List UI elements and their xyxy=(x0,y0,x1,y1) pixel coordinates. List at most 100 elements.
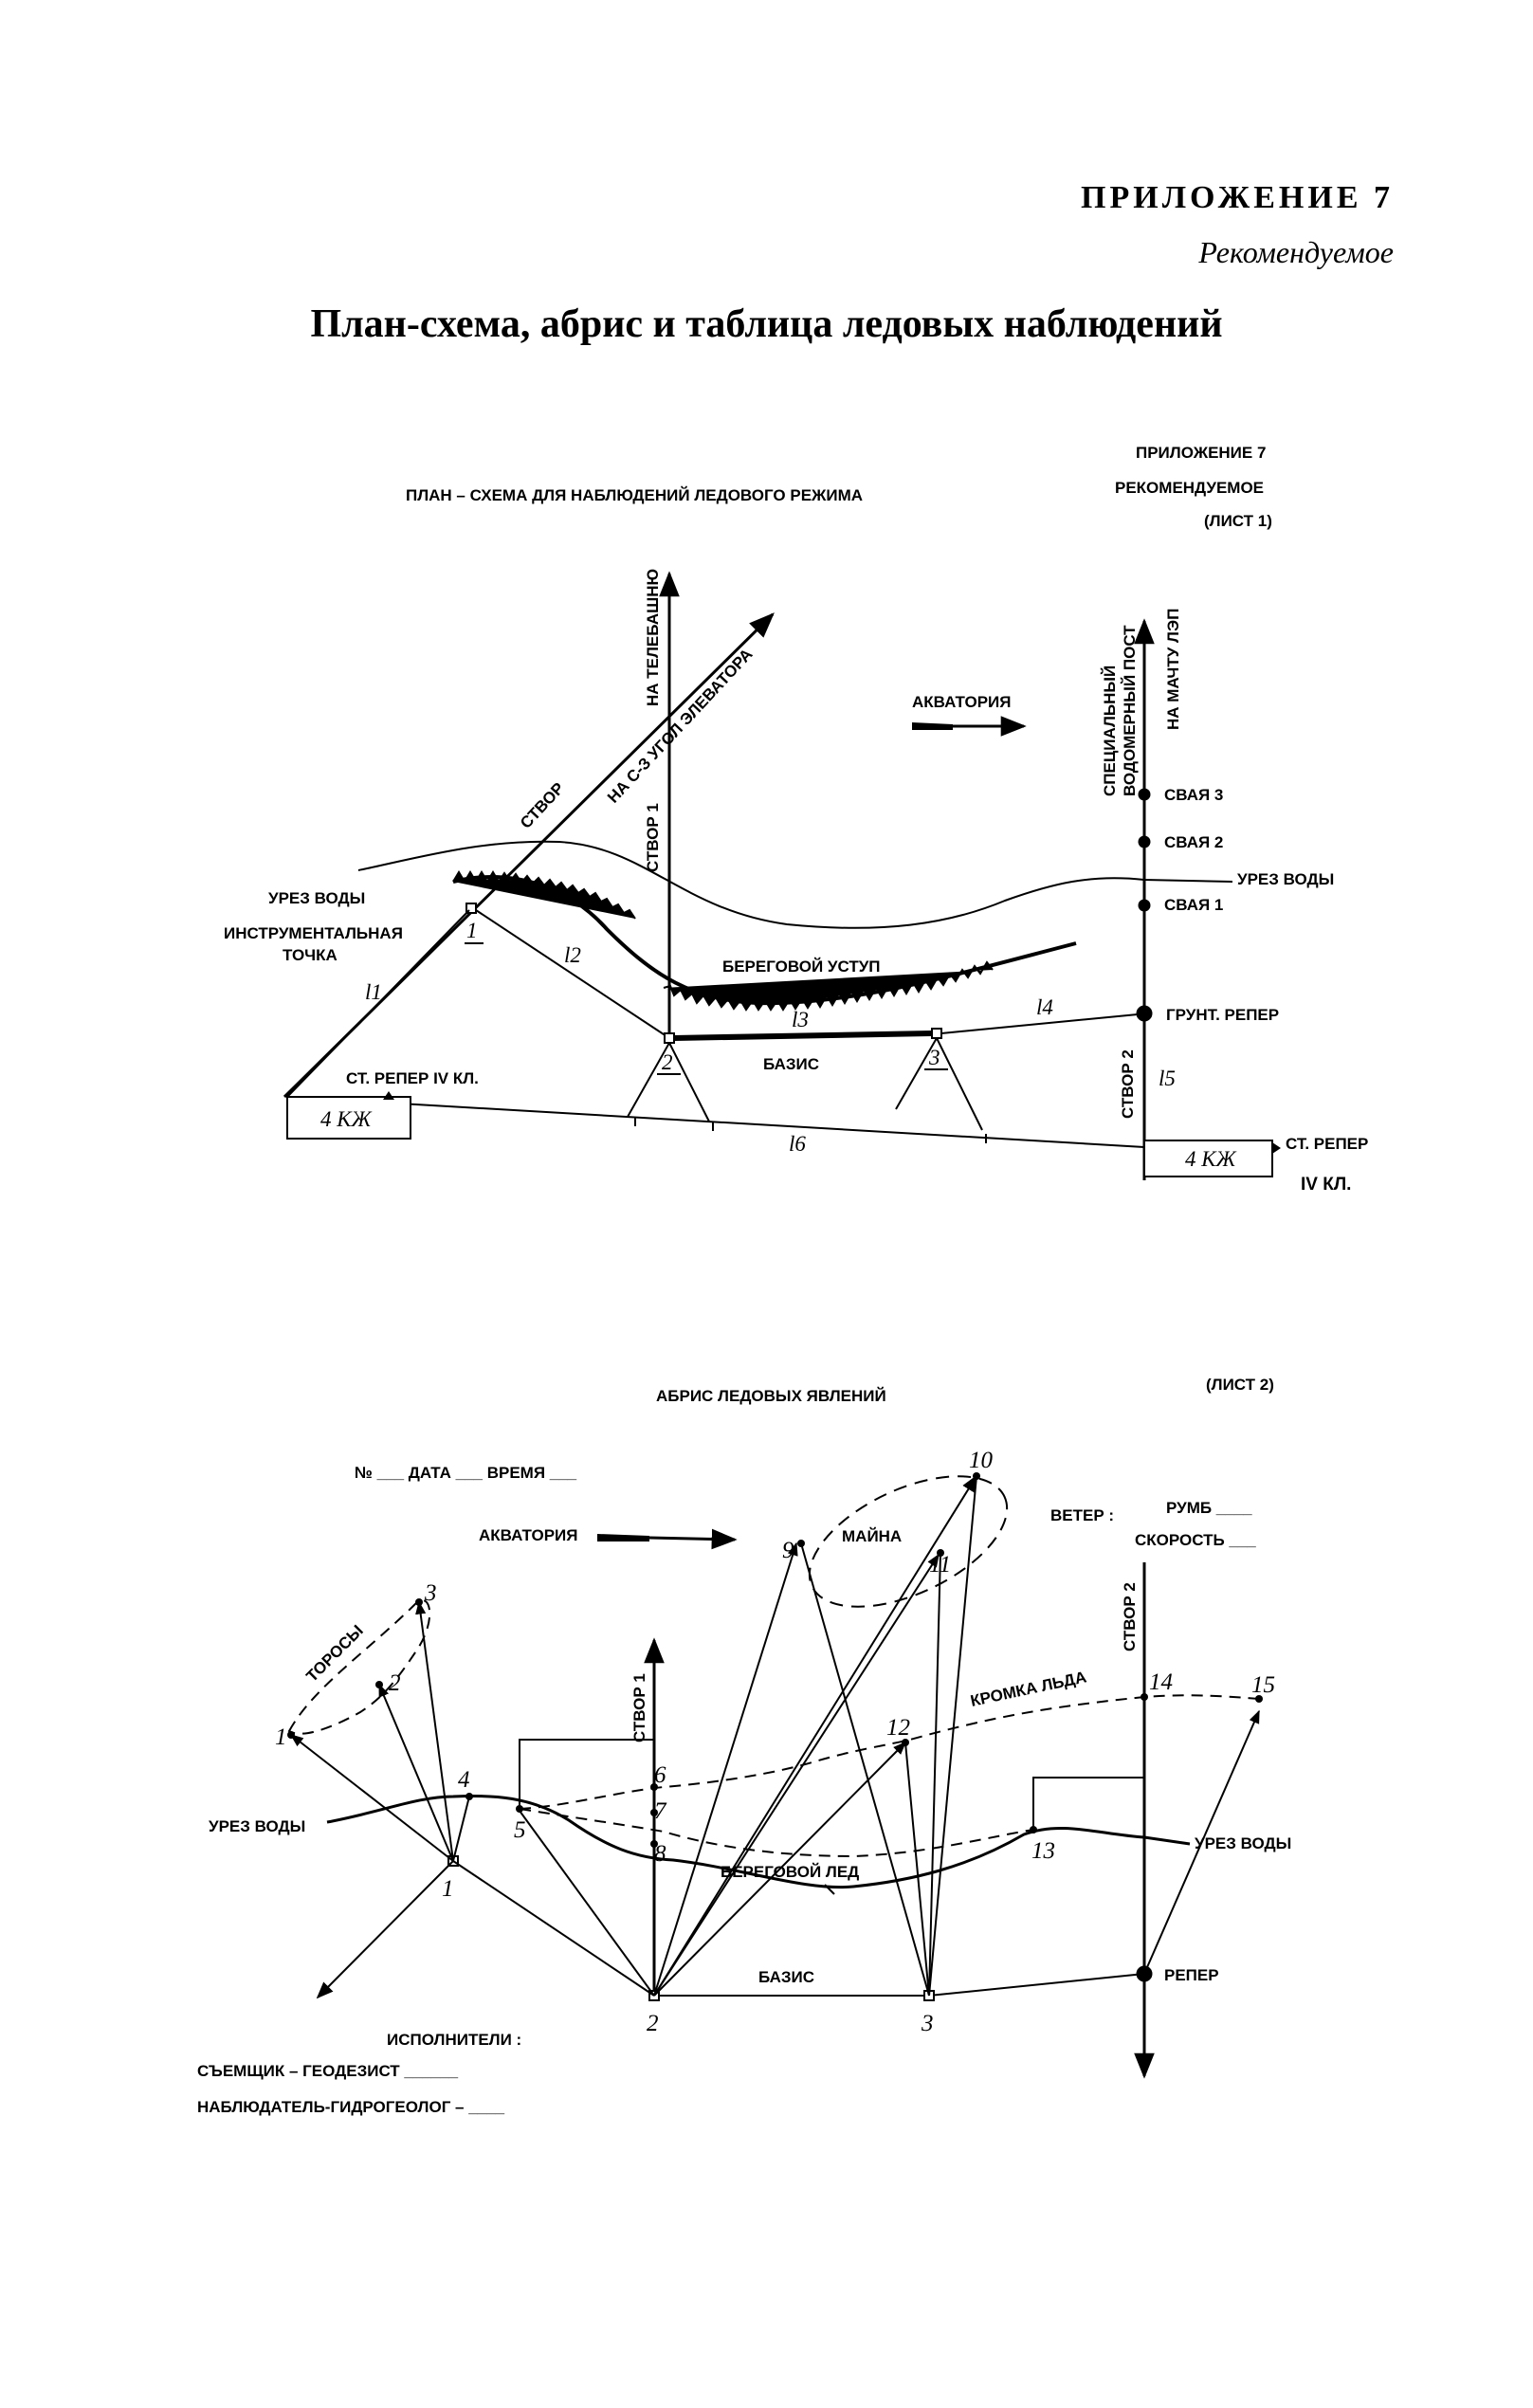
sketch-point-numbers: 1 2 3 4 5 6 7 8 9 10 11 12 13 14 15 xyxy=(275,1448,1275,1867)
l6-line xyxy=(286,1096,1145,1148)
point-9-label: 9 xyxy=(782,1538,794,1563)
appendix-status: Рекомендуемое xyxy=(1198,235,1394,269)
power-mast-label: НА МАЧТУ ЛЭП xyxy=(1164,609,1182,730)
water-edge-right-label: УРЕЗ ВОДЫ xyxy=(1237,870,1334,888)
ground-benchmark-marker xyxy=(1136,1005,1153,1022)
sheet2-water-area-arrow-thick xyxy=(597,1534,649,1541)
bank-scarp-label: БЕРЕГОВОЙ УСТУП xyxy=(722,958,881,976)
wall-benchmark-left-marker xyxy=(383,1091,394,1100)
point-13-label: 13 xyxy=(1031,1838,1055,1864)
basis-line xyxy=(673,1031,933,1041)
point-1-label: 1 xyxy=(275,1724,287,1750)
point-5-label: 5 xyxy=(514,1817,526,1843)
pile3-label: СВАЯ 3 xyxy=(1164,786,1223,804)
l4-label: l4 xyxy=(1036,995,1053,1019)
point-6-label: 6 xyxy=(654,1762,666,1788)
station1-rays xyxy=(289,1600,655,1999)
sheet2-water-area-label: АКВАТОРИЯ xyxy=(479,1526,577,1544)
pile1-label: СВАЯ 1 xyxy=(1164,896,1223,914)
point-15-label: 15 xyxy=(1251,1672,1275,1698)
performers-title: ИСПОЛНИТЕЛИ : xyxy=(387,2031,521,2049)
l2-line xyxy=(475,909,670,1039)
point-3-label: 3 xyxy=(424,1580,437,1606)
ground-benchmark-label: ГРУНТ. РЕПЕР xyxy=(1166,1006,1279,1024)
stvor2-label: СТВОР 2 xyxy=(1119,1049,1137,1119)
pile3-marker xyxy=(1138,788,1151,801)
special-post-label-1: СПЕЦИАЛЬНЫЙ xyxy=(1101,666,1119,796)
building-left xyxy=(286,1096,411,1140)
sketch-point-markers xyxy=(287,1472,1263,1848)
sheet2-stvor2-label: СТВОР 2 xyxy=(1121,1582,1139,1651)
shore-ice-pointer xyxy=(824,1884,835,1895)
polynya-outline xyxy=(808,1475,1009,1608)
polynya-label: МАЙНА xyxy=(842,1527,902,1545)
station3-tripod xyxy=(895,1037,983,1131)
sheet2-station1-label: 1 xyxy=(442,1876,454,1902)
pile2-marker xyxy=(1138,835,1151,848)
sheet2-header-line: № ___ ДАТА ___ ВРЕМЯ ___ xyxy=(355,1464,577,1482)
sheet2-station3-label: 3 xyxy=(921,2011,934,2036)
shore-ice-label: БЕРЕГОВОЙ ЛЕД xyxy=(721,1863,859,1881)
l1-label: l1 xyxy=(365,980,382,1004)
point-10-label: 10 xyxy=(969,1448,994,1473)
ice-edge-line xyxy=(519,1694,1260,1810)
building-left-label: 4 КЖ xyxy=(320,1107,373,1131)
point-11-label: 11 xyxy=(929,1552,951,1578)
point-7-label: 7 xyxy=(654,1798,667,1824)
performer-surveyor: СЪЕМЩИК – ГЕОДЕЗИСТ ______ xyxy=(197,2062,459,2080)
wall-benchmark-right-label-1: СТ. РЕПЕР xyxy=(1286,1135,1368,1153)
l2-label: l2 xyxy=(564,943,581,967)
water-edge-line xyxy=(357,840,1233,929)
water-area-label: АКВАТОРИЯ xyxy=(912,693,1011,711)
station2-rays xyxy=(519,1474,977,1997)
wall-benchmark-right-marker xyxy=(1272,1142,1281,1154)
wall-benchmark-left-label: СТ. РЕПЕР IV КЛ. xyxy=(346,1069,479,1087)
station3-marker xyxy=(931,1028,942,1039)
sheet1-sheet-number: (ЛИСТ 1) xyxy=(1204,512,1272,530)
offset-bracket-right xyxy=(1032,1777,1144,1830)
basis-label: БАЗИС xyxy=(763,1055,819,1073)
sheet2-ice-sketch: АБРИС ЛЕДОВЫХ ЯВЛЕНИЙ (ЛИСТ 2) № ___ ДАТ… xyxy=(197,1376,1291,2116)
station3-rays xyxy=(800,1475,977,1997)
benchmark-to-point15 xyxy=(1143,1709,1260,1975)
sheet2-title: АБРИС ЛЕДОВЫХ ЯВЛЕНИЙ xyxy=(656,1387,886,1405)
pile1-marker xyxy=(1138,899,1151,912)
wall-benchmark-right-label-2: IV КЛ. xyxy=(1301,1175,1351,1195)
point1-label: 1 xyxy=(466,919,478,942)
sheet1-status: РЕКОМЕНДУЕМОЕ xyxy=(1115,479,1264,497)
l5-label: l5 xyxy=(1159,1067,1176,1090)
sheet2-basis-label: БАЗИС xyxy=(758,1968,814,1986)
shore-ice-boundary xyxy=(519,1808,1034,1858)
tv-tower-label: НА ТЕЛЕБАШНЮ xyxy=(644,569,662,706)
point-12-label: 12 xyxy=(886,1715,910,1741)
sheet2-basis-to-benchmark xyxy=(928,1973,1145,1997)
sheet2-sheet-number: (ЛИСТ 2) xyxy=(1206,1376,1274,1394)
sheet2-water-area-arrow xyxy=(648,1528,738,1550)
sheet2-station2-label: 2 xyxy=(647,2011,659,2036)
wind-speed-label: СКОРОСТЬ ___ xyxy=(1135,1531,1256,1549)
stvor1-label: СТВОР 1 xyxy=(644,803,662,872)
l6-label: l6 xyxy=(789,1132,806,1156)
sheet2-water-edge-right-label: УРЕЗ ВОДЫ xyxy=(1195,1834,1291,1852)
sheet2-stvor1-label: СТВОР 1 xyxy=(630,1673,648,1742)
point3-label: 3 xyxy=(928,1046,940,1069)
document-title: План-схема, абрис и таблица ледовых набл… xyxy=(310,302,1223,346)
station2-marker xyxy=(664,1032,675,1044)
point-8-label: 8 xyxy=(654,1841,666,1867)
hummocks-outline xyxy=(287,1599,431,1735)
point-4-label: 4 xyxy=(458,1767,470,1793)
building-right xyxy=(1143,1140,1273,1177)
water-edge-left-label: УРЕЗ ВОДЫ xyxy=(268,889,365,907)
sheet1-plan-scheme: ПЛАН – СХЕМА ДЛЯ НАБЛЮДЕНИЙ ЛЕДОВОГО РЕЖ… xyxy=(224,444,1368,1195)
hummocks-label: ТОРОСЫ xyxy=(302,1621,366,1685)
l1-line xyxy=(286,909,470,1098)
wind-direction-label: РУМБ ____ xyxy=(1166,1499,1252,1517)
sheet2-benchmark-label: РЕПЕР xyxy=(1164,1966,1219,1984)
bank-scarp-teeth-left xyxy=(452,870,636,920)
appendix-number: ПРИЛОЖЕНИЕ 7 xyxy=(1081,180,1394,215)
performer-observer: НАБЛЮДАТЕЛЬ-ГИДРОГЕОЛОГ – ____ xyxy=(197,2098,505,2116)
point-14-label: 14 xyxy=(1149,1669,1173,1695)
sheet1-title: ПЛАН – СХЕМА ДЛЯ НАБЛЮДЕНИЙ ЛЕДОВОГО РЕЖ… xyxy=(406,486,863,504)
pile2-label: СВАЯ 2 xyxy=(1164,833,1223,851)
